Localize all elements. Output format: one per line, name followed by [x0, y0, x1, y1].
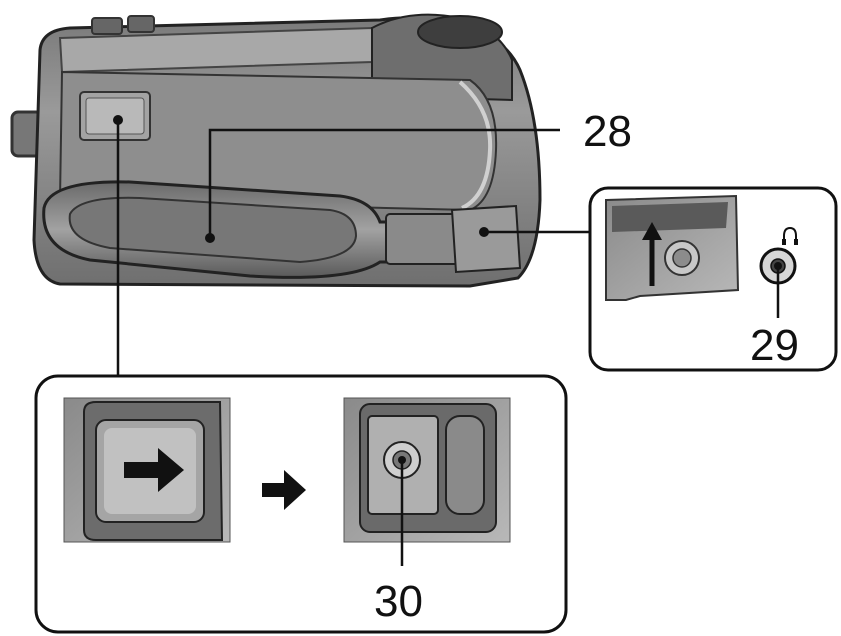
- callout-28-label: 28: [583, 107, 632, 156]
- lcd-edge-highlight: [458, 80, 493, 210]
- callout-28-line: [208, 128, 560, 238]
- lcd-door: [58, 70, 498, 212]
- right-arrow-icon: [262, 470, 306, 510]
- cover-closed-photo: [63, 397, 231, 543]
- lens-grille: [417, 15, 503, 49]
- callout-30-label: 30: [374, 577, 423, 626]
- up-arrow-icon: [642, 222, 662, 286]
- callout-29-leader: [479, 227, 590, 237]
- inset-headphone-terminal: 29: [588, 186, 838, 372]
- callout-29-label: 29: [750, 321, 799, 370]
- rear-terminal-block: [450, 204, 522, 274]
- top-control: [127, 15, 155, 33]
- callout-28-group: 28: [205, 107, 632, 243]
- inset-terminal-cover: 30: [34, 374, 568, 634]
- camcorder-body: [10, 13, 542, 288]
- callout-30-leader: [113, 115, 123, 376]
- headphone-icon: [782, 226, 798, 245]
- top-control: [91, 17, 123, 35]
- hand-strap-pad: [68, 196, 358, 264]
- cover-open-photo: [343, 397, 511, 543]
- right-arrow-icon: [124, 448, 184, 492]
